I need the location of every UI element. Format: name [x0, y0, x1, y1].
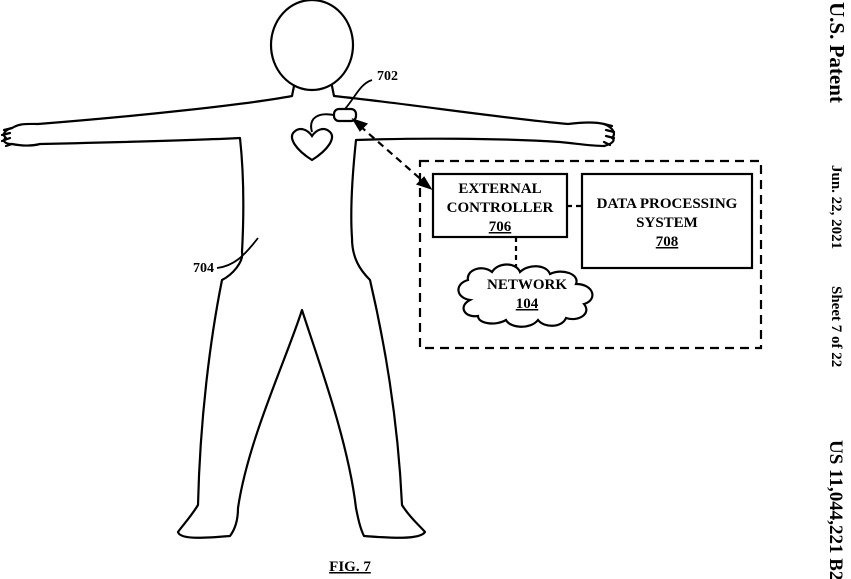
external-controller-line2: CONTROLLER: [447, 200, 554, 216]
external-controller-box: EXTERNAL CONTROLLER 706: [431, 172, 569, 239]
human-body-outline: [0, 0, 616, 539]
publication-name: U.S. Patent: [825, 2, 849, 103]
sheet-number: Sheet 7 of 22: [828, 286, 844, 367]
heart-icon: [290, 127, 334, 162]
patent-number: US 11,044,221 B2: [825, 440, 846, 579]
left-hand-fingers: [0, 126, 14, 148]
external-controller-ref: 706: [489, 219, 512, 235]
figure-caption: FIG. 7: [329, 559, 371, 575]
label-704-leader: [216, 237, 259, 269]
wireless-link: [351, 118, 433, 190]
dps-line1: DATA PROCESSING: [597, 196, 738, 212]
data-processing-system-box: DATA PROCESSING SYSTEM 708: [580, 172, 754, 270]
network-label: NETWORK: [487, 277, 567, 293]
system-dashed-boundary: [418, 159, 763, 350]
external-controller-line1: EXTERNAL: [458, 181, 541, 197]
network-cloud: NETWORK 104: [457, 263, 594, 328]
right-hand-fingers: [602, 122, 616, 147]
network-ref: 104: [516, 296, 539, 312]
patent-header-rotated: U.S. Patent Jun. 22, 2021 Sheet 7 of 22 …: [825, 2, 849, 579]
label-704: 704: [193, 261, 214, 276]
dps-line2: SYSTEM: [636, 215, 698, 231]
publication-date: Jun. 22, 2021: [828, 165, 844, 249]
implant-device-702: [310, 79, 373, 133]
head-outline: [269, 0, 355, 92]
body-silhouette: [2, 84, 615, 539]
label-702: 702: [377, 69, 398, 84]
dps-ref: 708: [656, 234, 679, 250]
